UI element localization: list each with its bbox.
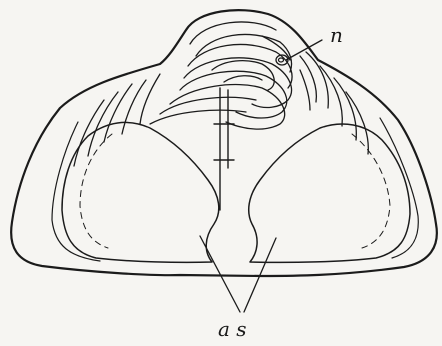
growth-lines <box>74 22 368 166</box>
scar-trace-right <box>352 134 390 248</box>
pointer-as-left <box>200 236 240 312</box>
inner-margin-line <box>52 122 100 261</box>
inner-margin-line-right <box>380 118 418 258</box>
label-n: n <box>330 23 343 47</box>
central-septum <box>214 88 234 210</box>
outer-outline <box>11 10 437 276</box>
scar-trace-left <box>80 134 112 248</box>
muscle-scar-left <box>62 122 219 262</box>
label-as: a s <box>218 317 247 341</box>
muscle-scar-right <box>249 124 410 262</box>
